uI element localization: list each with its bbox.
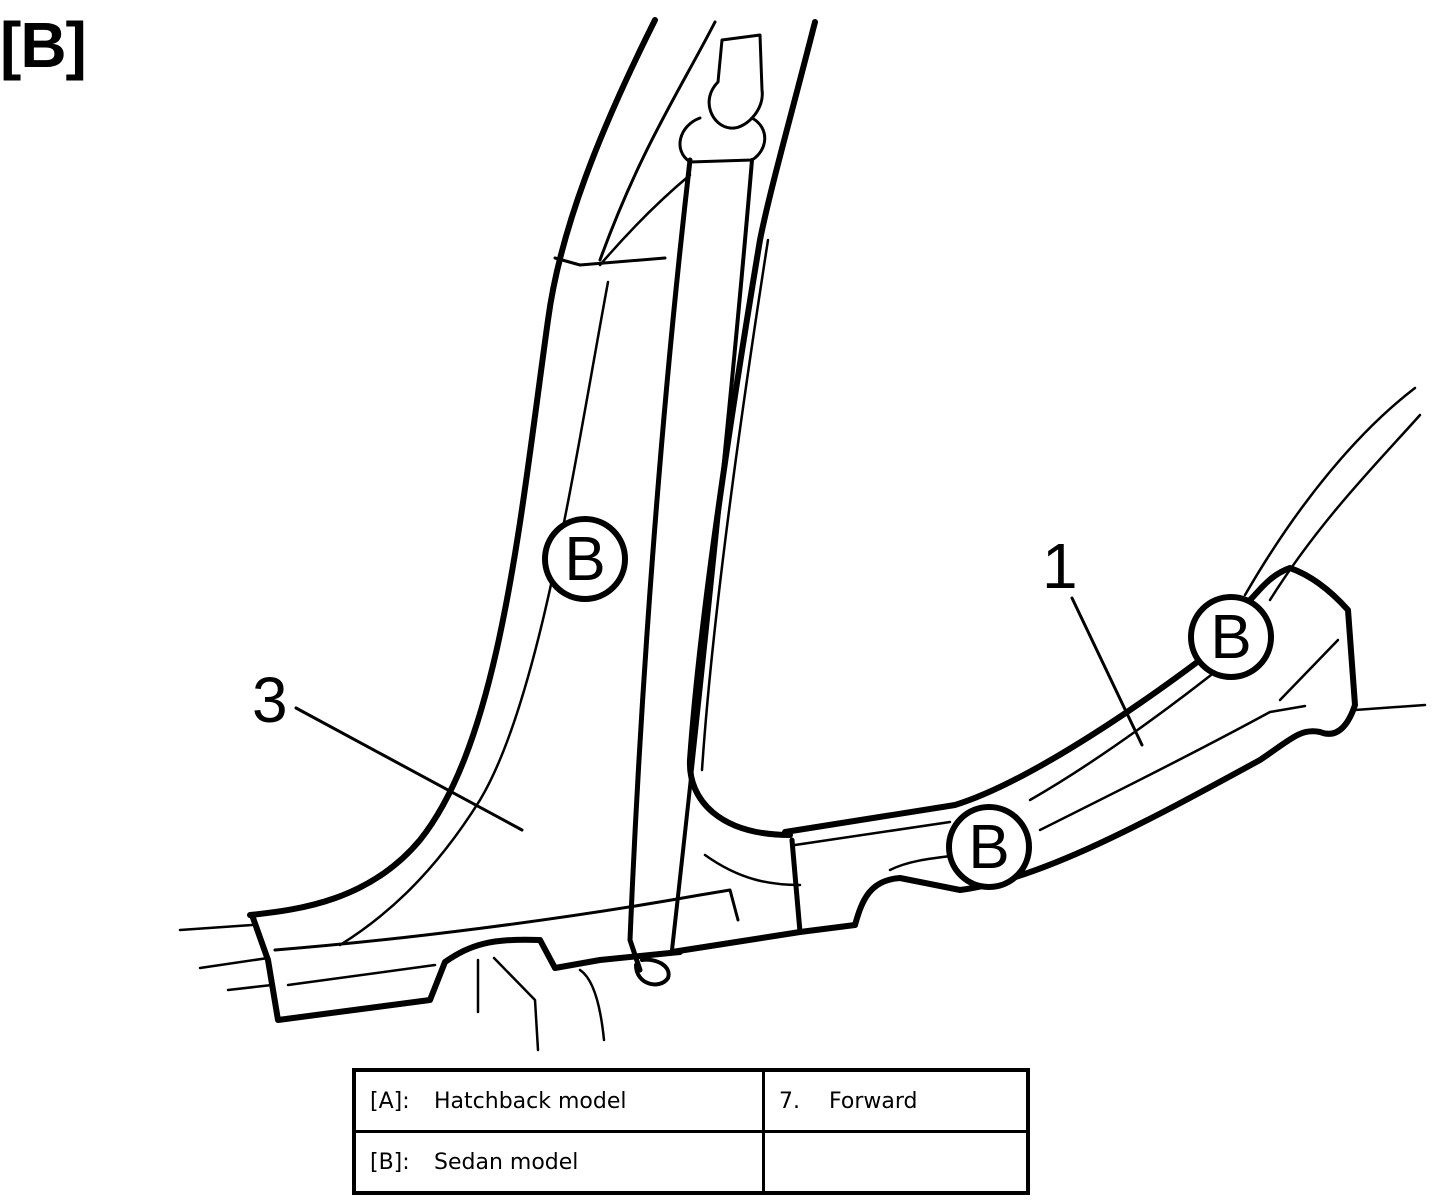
legend-table: [A]: Hatchback model 7. Forward [B]: Sedan … bbox=[352, 1068, 1030, 1195]
member-upper-edge bbox=[782, 597, 1253, 835]
legend-row: [A]: Hatchback model 7. Forward bbox=[352, 1068, 1030, 1133]
sill-inner bbox=[273, 888, 740, 952]
legend-text: Hatchback model bbox=[434, 1088, 627, 1114]
pillar-trim-top bbox=[553, 256, 667, 267]
legend-code: [A]: bbox=[370, 1088, 410, 1114]
pillar-outer-edge bbox=[247, 17, 658, 918]
pillar-inner-line bbox=[338, 280, 610, 947]
sill-outer bbox=[249, 912, 683, 1023]
legend-row: [B]: Sedan model bbox=[352, 1130, 1030, 1195]
belt-lower-end bbox=[634, 957, 671, 987]
legend-cell: 7. Forward bbox=[762, 1068, 1030, 1133]
leader-line-1 bbox=[1070, 596, 1144, 747]
legend-cell: [A]: Hatchback model bbox=[352, 1068, 765, 1133]
callout-1: 1 bbox=[1042, 530, 1078, 602]
belt-anchor-top bbox=[707, 33, 764, 130]
legend-text: Forward bbox=[829, 1088, 918, 1114]
marker-b-pillar: B bbox=[542, 516, 628, 602]
legend-code: [B]: bbox=[370, 1149, 410, 1175]
view-label: [B] bbox=[0, 9, 87, 81]
marker-b-member: B bbox=[946, 804, 1032, 890]
legend-cell-empty bbox=[762, 1130, 1030, 1195]
callout-3: 3 bbox=[252, 664, 288, 736]
leader-line-3 bbox=[294, 706, 524, 832]
member-lower-edge bbox=[852, 565, 1358, 928]
belt-strap-left bbox=[627, 157, 693, 973]
marker-b-arch: B bbox=[1188, 594, 1274, 680]
legend-code: 7. bbox=[779, 1088, 800, 1114]
legend-cell: [B]: Sedan model bbox=[352, 1130, 765, 1195]
b-pillar-outer bbox=[686, 19, 818, 838]
legend-text: Sedan model bbox=[434, 1149, 579, 1175]
